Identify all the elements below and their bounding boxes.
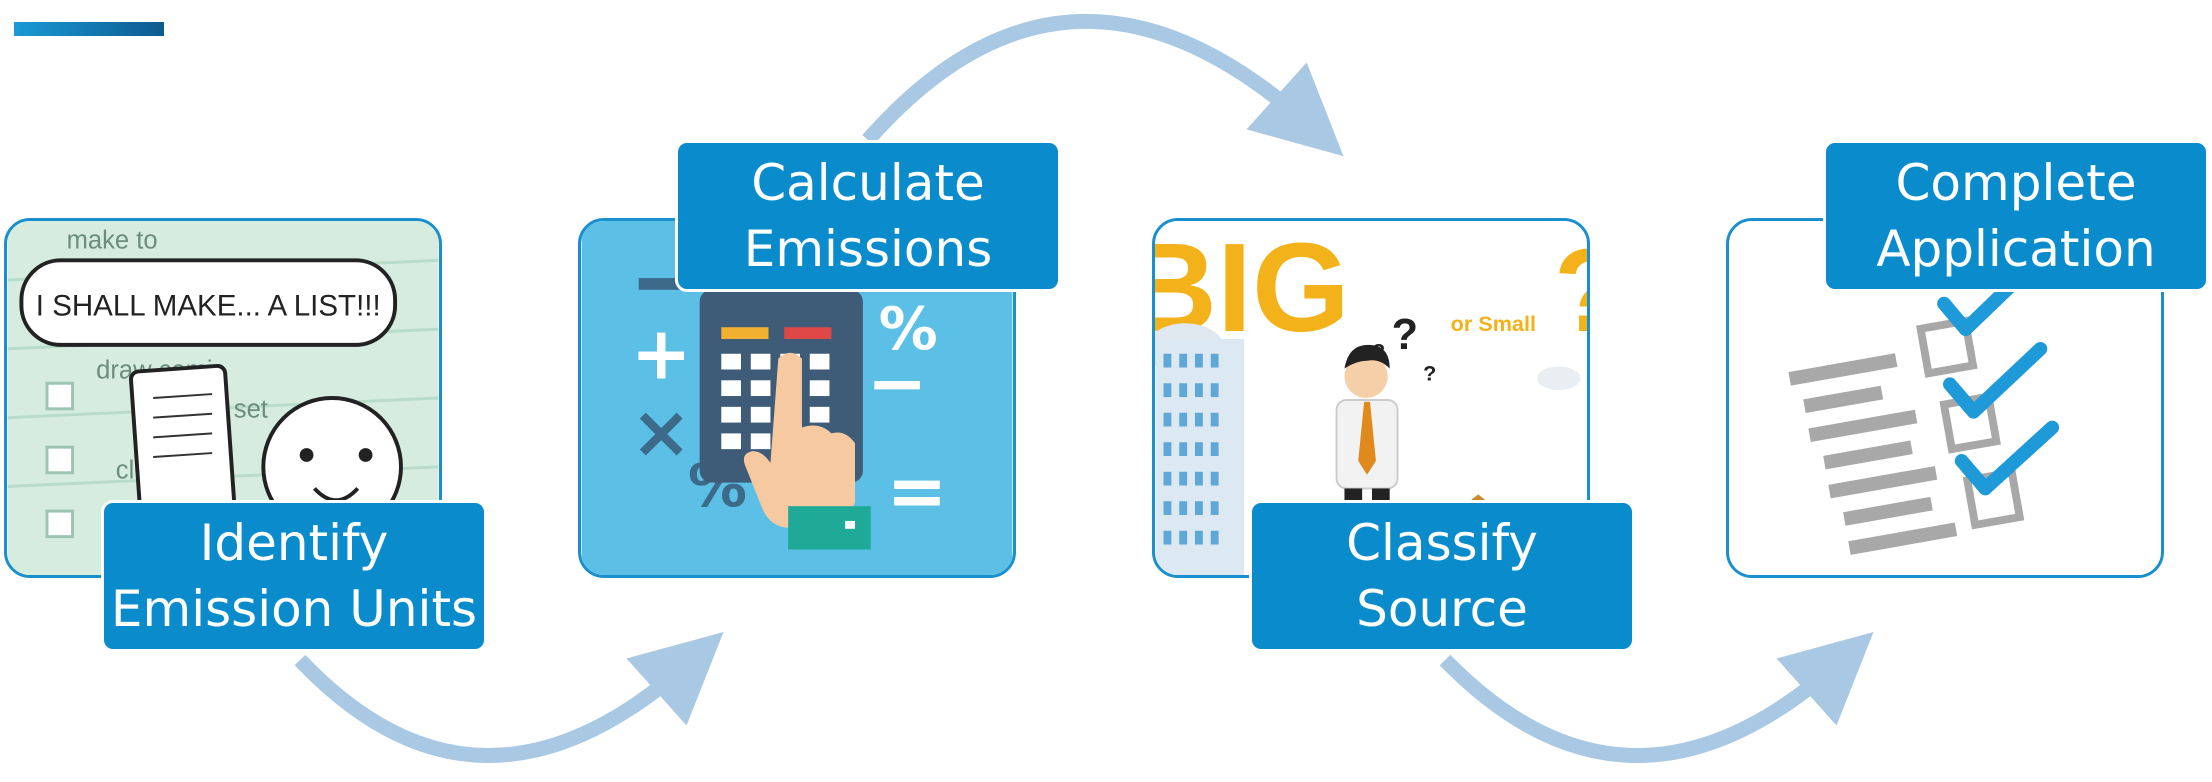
svg-text:?: ? bbox=[1554, 225, 1587, 357]
svg-text:−: − bbox=[867, 341, 928, 426]
calculator-illustration: + × % % − = bbox=[581, 221, 1013, 575]
svg-text:cl: cl bbox=[116, 457, 134, 485]
svg-text:?: ? bbox=[1392, 311, 1418, 359]
identify-image: make to draw comic set cl em I SHALL MAK… bbox=[4, 218, 442, 578]
svg-text:?: ? bbox=[1423, 360, 1436, 385]
accent-bar bbox=[14, 22, 164, 36]
svg-text:or Small: or Small bbox=[1451, 311, 1536, 336]
svg-text:%: % bbox=[879, 294, 938, 363]
svg-text:set: set bbox=[234, 396, 268, 424]
svg-text:make to: make to bbox=[67, 227, 158, 255]
svg-text:×: × bbox=[631, 390, 692, 475]
arrow-2-to-3 bbox=[862, 14, 1344, 157]
arrow-3-to-4 bbox=[1439, 632, 1874, 763]
svg-text:=: = bbox=[886, 449, 947, 534]
svg-text:I SHALL MAKE... A LIST!!!: I SHALL MAKE... A LIST!!! bbox=[36, 289, 381, 322]
svg-text:+: + bbox=[631, 311, 692, 396]
arrow-1-to-2 bbox=[294, 632, 724, 763]
